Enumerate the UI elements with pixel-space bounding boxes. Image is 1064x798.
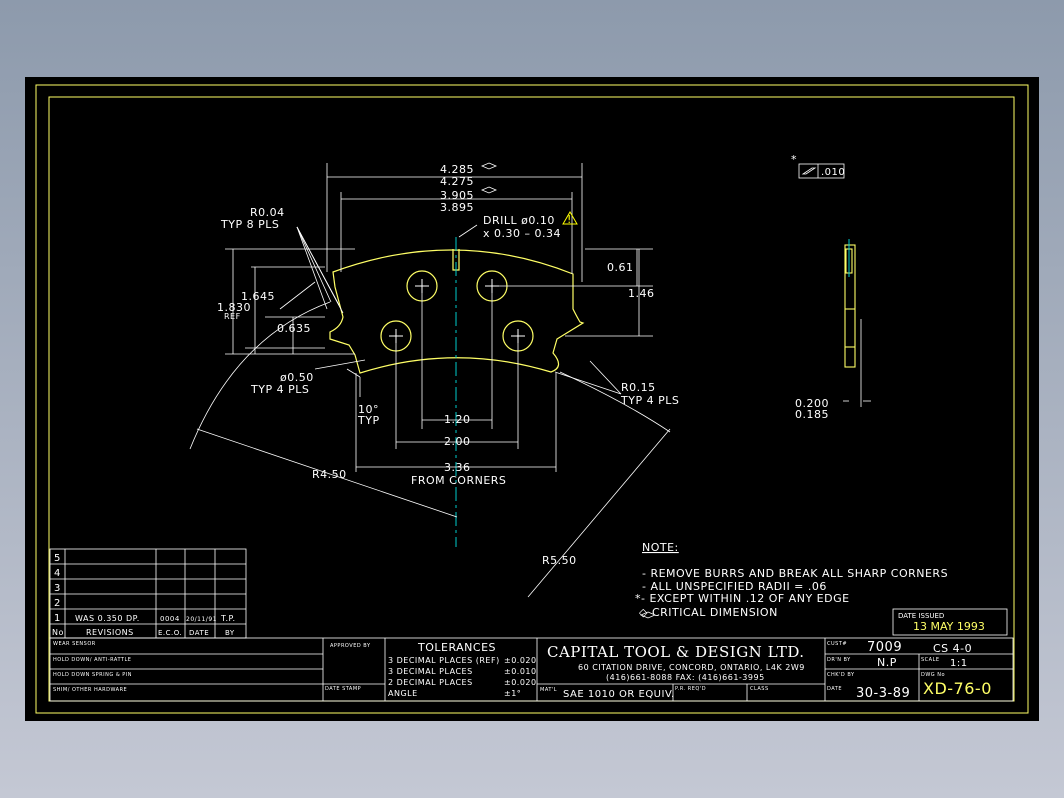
rev-header-eco: E.C.O. xyxy=(158,629,182,637)
cust-value: 7009 xyxy=(867,640,902,655)
rev-3-no: 3 xyxy=(54,583,61,594)
tol-1: 3 DECIMAL PLACES (REF) xyxy=(388,656,500,665)
dim-width-min: 4.275 xyxy=(440,175,474,188)
dim-r015-note: TYP 4 PLS xyxy=(620,394,679,407)
warning-icon: ! xyxy=(562,211,578,226)
tol-2: 3 DECIMAL PLACES xyxy=(388,667,473,676)
rev-1-by: T.P. xyxy=(220,614,236,623)
rev-header-by: BY xyxy=(225,629,235,637)
dim-ref: REF xyxy=(224,312,241,321)
rev-header-no: No xyxy=(52,628,64,637)
use-shim: SHIM/ OTHER HARDWARE xyxy=(53,687,127,693)
tol-4: ANGLE xyxy=(388,689,418,698)
tol-4-value: ±1° xyxy=(504,689,521,698)
dim-r550: R5.50 xyxy=(542,554,577,567)
flatness-symbol xyxy=(798,163,845,179)
tol-1-value: ±0.020 xyxy=(504,656,537,665)
date-stamp-label: DATE STAMP xyxy=(325,686,361,692)
note-line-3: *- EXCEPT WITHIN .12 OF ANY EDGE xyxy=(635,592,850,605)
rev-header-date: DATE xyxy=(189,629,209,637)
dim-inner-min: 3.895 xyxy=(440,201,474,214)
use-spring-pin: HOLD DOWN SPRING & PIN xyxy=(53,672,132,678)
dim-r015: R0.15 xyxy=(621,381,656,394)
rev-header-desc: REVISIONS xyxy=(86,628,134,637)
date-issued-box xyxy=(892,608,1008,636)
drawing-canvas: * ! 4.285 4.275 3.905 3.895 R0.04 TYP 8 … xyxy=(35,84,1029,714)
critical-dim-icon xyxy=(480,162,657,619)
rev-4-no: 4 xyxy=(54,568,61,579)
side-view xyxy=(844,244,856,368)
dwg-label: DWG No xyxy=(921,672,945,678)
company-phone: (416)661-8088 FAX: (416)661-3995 xyxy=(606,673,765,682)
dim-drill: DRILL ø0.10 xyxy=(483,214,555,227)
revision-table xyxy=(49,548,247,639)
outer-border xyxy=(35,84,1029,714)
use-wear-sensor: WEAR SENSOR xyxy=(53,641,96,647)
date-issued-value: 13 MAY 1993 xyxy=(913,620,985,633)
inner-border xyxy=(48,96,1015,702)
hole-centers xyxy=(389,279,525,343)
dim-flatness: .010 xyxy=(821,167,845,178)
rev-1-date: 20/11/91 xyxy=(186,616,217,623)
dim-radius-corner: R0.04 xyxy=(250,206,285,219)
dim-1830: 1.830 xyxy=(217,301,251,314)
date-issued-label: DATE ISSUED xyxy=(898,612,944,620)
dim-width-max: 4.285 xyxy=(440,163,474,176)
tol-3-value: ±0.020 xyxy=(504,678,537,687)
chkd-label: CHK'D BY xyxy=(827,672,855,678)
class-label: CLASS xyxy=(750,686,769,692)
dim-r450: R4.50 xyxy=(312,468,347,481)
scale-label: SCALE xyxy=(921,657,940,663)
rev-2-no: 2 xyxy=(54,598,61,609)
note-line-1: - REMOVE BURRS AND BREAK ALL SHARP CORNE… xyxy=(642,567,948,580)
dim-0635: 0.635 xyxy=(277,322,311,335)
rev-1-no: 1 xyxy=(54,613,61,624)
dim-146: 1.46 xyxy=(628,287,655,300)
date-label: DATE xyxy=(827,686,842,692)
approved-by-label: APPROVED BY xyxy=(330,643,371,649)
company-address: 60 CITATION DRIVE, CONCORD, ONTARIO, L4K… xyxy=(578,663,805,672)
notes-heading: NOTE: xyxy=(642,541,679,554)
drawing-sheet: * ! 4.285 4.275 3.905 3.895 R0.04 TYP 8 … xyxy=(25,77,1039,721)
drawn-value: N.P xyxy=(877,656,897,669)
note-line-4: ◇ CRITICAL DIMENSION xyxy=(639,606,778,619)
svg-text:!: ! xyxy=(567,213,572,226)
rev-5-no: 5 xyxy=(54,553,61,564)
dimension-lines xyxy=(189,163,871,598)
dwg-value: XD-76-0 xyxy=(923,679,992,698)
dim-336: 3.36 xyxy=(444,461,471,474)
rev-1-desc: WAS 0.350 DP. xyxy=(75,614,140,623)
tolerances-title: TOLERANCES xyxy=(417,641,496,654)
cust-label: CUST# xyxy=(827,641,847,647)
title-block-grid xyxy=(49,637,1014,702)
dim-hole-dia: ø0.50 xyxy=(280,371,314,384)
dim-drill-depth: x 0.30 – 0.34 xyxy=(483,227,561,240)
scale-value: 1:1 xyxy=(950,658,968,669)
dim-336-note: FROM CORNERS xyxy=(411,474,506,487)
dim-thick-min: 0.185 xyxy=(795,408,829,421)
flatness-star: * xyxy=(791,153,797,166)
tol-3: 2 DECIMAL PLACES xyxy=(388,678,473,687)
dim-inner-max: 3.905 xyxy=(440,189,474,202)
dim-061: 0.61 xyxy=(607,261,634,274)
cs-value: CS 4-0 xyxy=(933,642,972,655)
dim-angle: 10° xyxy=(358,403,379,416)
dim-thick-max: 0.200 xyxy=(795,397,829,410)
date-value: 30-3-89 xyxy=(856,686,910,701)
dim-radius-corner-note: TYP 8 PLS xyxy=(220,218,279,231)
drawn-label: DR'N BY xyxy=(827,657,851,663)
use-hold-down: HOLD DOWN/ ANTI-RATTLE xyxy=(53,657,131,663)
company-name: CAPITAL TOOL & DESIGN LTD. xyxy=(547,643,805,661)
dim-hole-dia-note: TYP 4 PLS xyxy=(250,383,309,396)
material-label: MAT'L xyxy=(540,687,557,693)
material-value: SAE 1010 OR EQUIV. xyxy=(563,689,675,700)
pr-label: P.R. REQ'D xyxy=(675,686,706,692)
dim-200: 2.00 xyxy=(444,435,471,448)
note-line-2: - ALL UNSPECIFIED RADII = .06 xyxy=(642,580,827,593)
dim-angle-note: TYP xyxy=(357,414,380,427)
dim-1645: 1.645 xyxy=(241,290,275,303)
tol-2-value: ±0.010 xyxy=(504,667,537,676)
rev-1-eco: 0004 xyxy=(160,615,180,623)
dim-120: 1.20 xyxy=(444,413,471,426)
